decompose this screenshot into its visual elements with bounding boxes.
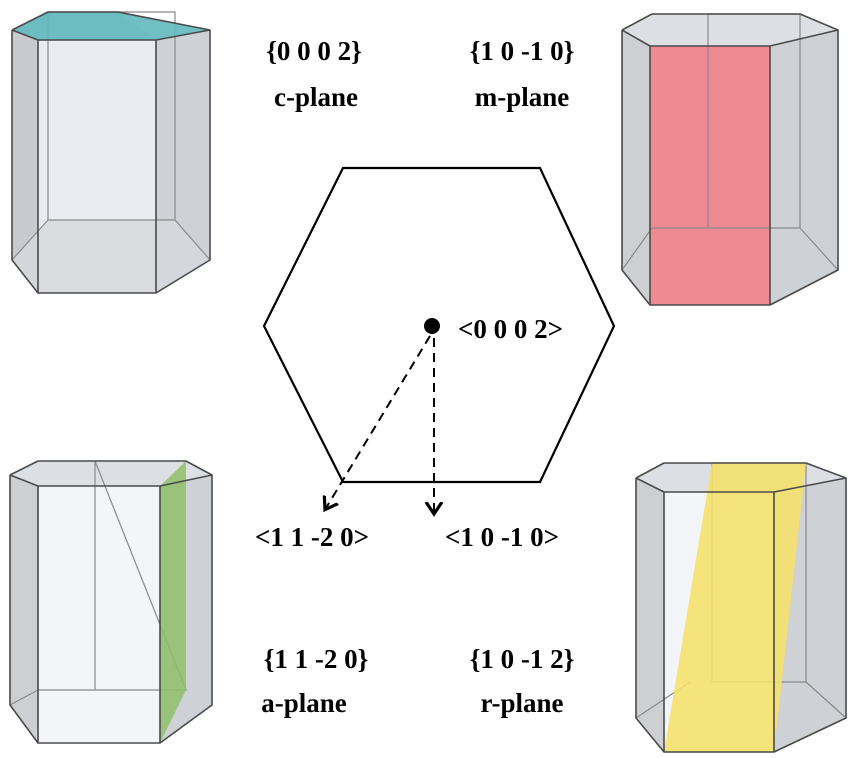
prism-top-face — [622, 14, 838, 46]
prism-left-face — [12, 30, 38, 293]
a-plane-indices: {1 1 -2 0} — [264, 644, 369, 674]
prism-c-plane — [11, 11, 211, 294]
a-plane-name: a-plane — [261, 688, 347, 718]
prism-a-plane — [9, 460, 213, 744]
m-plane-indices: {1 0 -1 0} — [470, 36, 575, 66]
r-plane-name: r-plane — [481, 688, 564, 718]
a-direction-label: <1 1 -2 0> — [255, 522, 369, 552]
c-plane-highlight — [12, 12, 210, 40]
prism-left-face — [622, 30, 650, 305]
prism-bottom-face — [12, 220, 210, 293]
c-axis-point — [424, 318, 440, 334]
m-plane-name: m-plane — [475, 82, 570, 112]
c-plane-indices: {0 0 0 2} — [266, 36, 362, 66]
r-plane-highlight — [664, 463, 806, 752]
a-plane-highlight — [160, 461, 186, 743]
c-axis-label: <0 0 0 2> — [458, 314, 563, 344]
prism-left-face — [636, 478, 664, 752]
basal-hexagon-diagram — [262, 166, 616, 512]
prism-r-plane — [635, 462, 847, 753]
m-plane-highlight — [650, 46, 770, 305]
a-direction-arrow — [326, 335, 431, 508]
prism-left-face — [10, 475, 38, 743]
basal-hexagon — [262, 166, 616, 484]
prism-m-plane — [621, 13, 839, 306]
m-direction-label: <1 0 -1 0> — [445, 522, 559, 552]
prism-top-face — [10, 461, 212, 486]
prism-right-face — [770, 30, 838, 305]
c-plane-name: c-plane — [274, 82, 358, 112]
prism-front-face — [38, 486, 160, 743]
r-plane-indices: {1 0 -1 2} — [470, 644, 575, 674]
prism-hidden-edges — [94, 460, 187, 691]
